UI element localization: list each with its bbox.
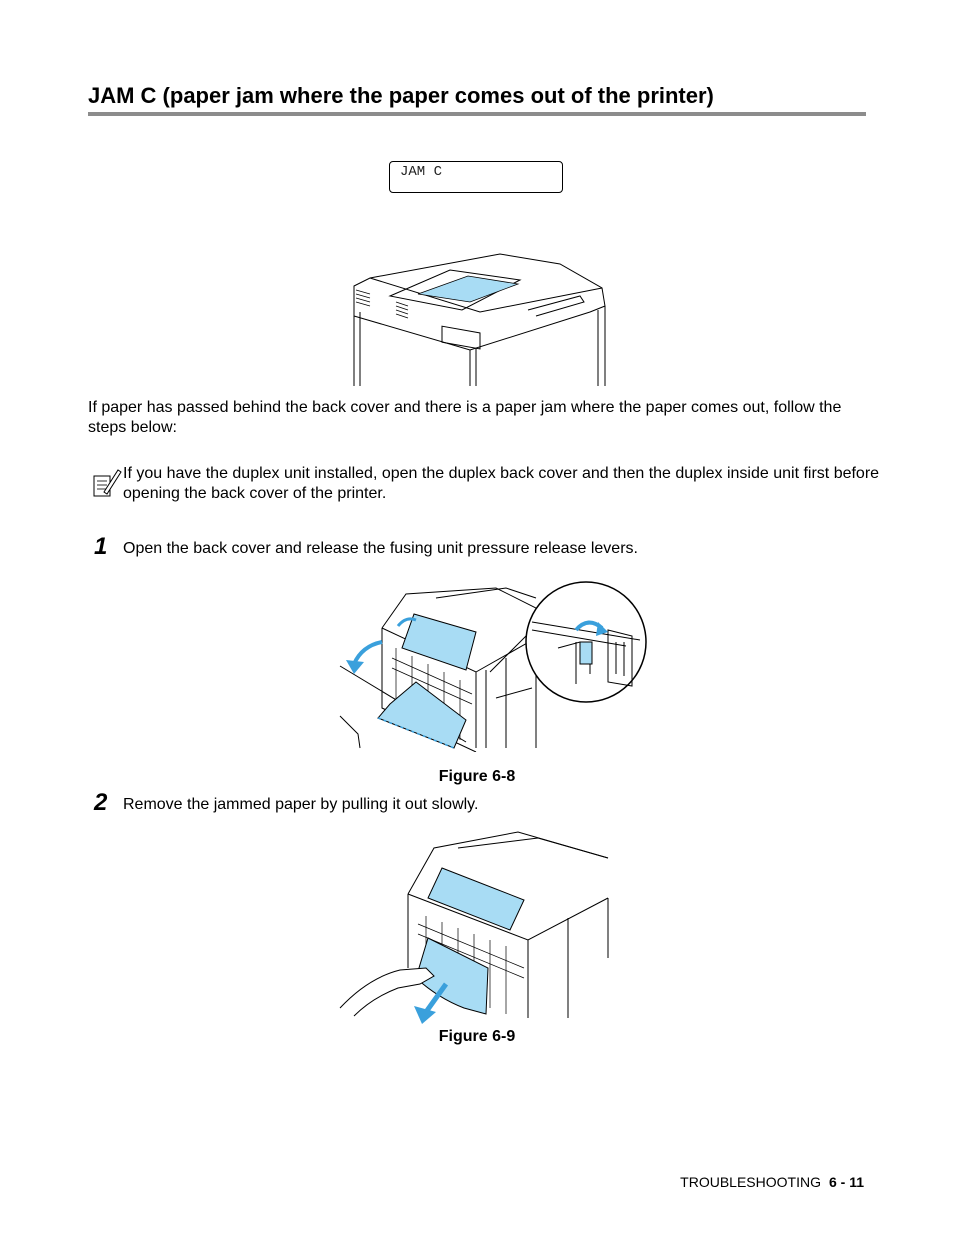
step-number: 1	[94, 533, 108, 560]
figure-caption: Figure 6-9	[438, 1028, 516, 1045]
title-rule	[88, 112, 866, 116]
lcd-text: JAM C	[400, 164, 443, 180]
printer-top-illustration	[353, 253, 606, 386]
step-text: Open the back cover and release the fusi…	[123, 540, 638, 557]
lcd-display: JAM C	[389, 161, 563, 193]
note-pencil-icon	[93, 469, 122, 497]
figure-caption: Figure 6-8	[438, 768, 516, 785]
page-title: JAM C (paper jam where the paper comes o…	[88, 83, 714, 108]
note-text: If you have the duplex unit installed, o…	[123, 465, 880, 502]
step-number: 2	[94, 789, 108, 816]
figure-6-8-illustration	[339, 581, 647, 752]
step-text: Remove the jammed paper by pulling it ou…	[123, 796, 479, 813]
page-footer: TROUBLESHOOTING 6 - 11	[680, 1174, 864, 1190]
page-number: 6 - 11	[828, 1174, 864, 1190]
footer-section: TROUBLESHOOTING	[680, 1174, 821, 1190]
intro-paragraph: If paper has passed behind the back cove…	[88, 399, 842, 436]
figure-6-9-illustration	[339, 831, 609, 1024]
